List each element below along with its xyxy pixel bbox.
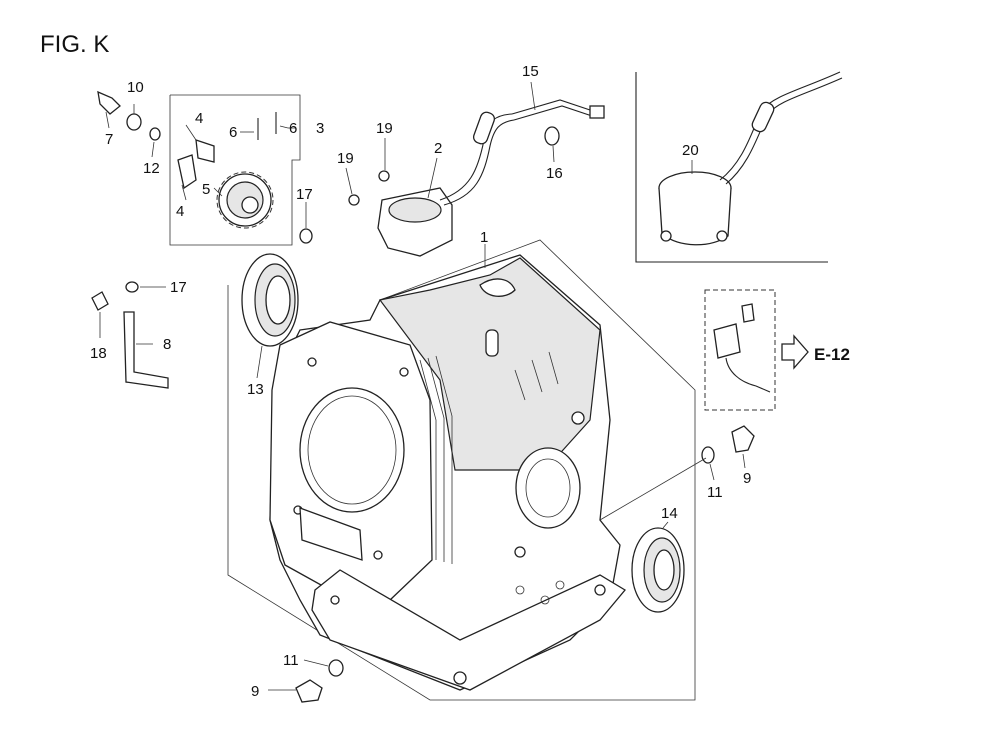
callout-17-top: 17 bbox=[296, 186, 313, 203]
breather-tube-8-drawing bbox=[91, 291, 169, 389]
oil-seal-13-drawing bbox=[241, 253, 299, 347]
callout-18: 18 bbox=[90, 345, 107, 362]
callout-6-right: 6 bbox=[289, 120, 297, 137]
callout-9-right: 9 bbox=[743, 470, 751, 487]
inset-panel-drawing bbox=[635, 71, 843, 263]
governor-group-drawing bbox=[169, 94, 301, 246]
callout-9-bottom: 9 bbox=[251, 683, 259, 700]
callout-15: 15 bbox=[522, 63, 539, 80]
callout-1: 1 bbox=[480, 229, 488, 246]
callout-13: 13 bbox=[247, 381, 264, 398]
callout-19-left: 19 bbox=[337, 150, 354, 167]
callout-14: 14 bbox=[661, 505, 678, 522]
e12-reference-box-drawing bbox=[704, 289, 809, 411]
crankcase-drawing bbox=[227, 239, 696, 701]
reference-e12-link[interactable]: E-12 bbox=[814, 345, 850, 364]
callout-6-left: 6 bbox=[229, 124, 237, 141]
callout-20: 20 bbox=[682, 142, 699, 159]
callout-labels: 1 2 3 4 4 5 6 6 7 8 9 9 10 11 11 12 13 1… bbox=[90, 63, 751, 700]
callout-16: 16 bbox=[546, 165, 563, 182]
callout-10: 10 bbox=[127, 79, 144, 96]
callout-2: 2 bbox=[434, 140, 442, 157]
callout-19-top: 19 bbox=[376, 120, 393, 137]
callout-4-bottom: 4 bbox=[176, 203, 184, 220]
callout-17-side: 17 bbox=[170, 279, 187, 296]
bolts-washers-drawing bbox=[295, 425, 755, 703]
callout-11-bottom: 11 bbox=[283, 652, 299, 669]
callout-3: 3 bbox=[316, 120, 324, 137]
oil-seal-14-drawing bbox=[631, 527, 685, 613]
callout-4-top: 4 bbox=[195, 110, 203, 127]
figure-title: FIG. K bbox=[40, 31, 109, 58]
oil-alert-switch-drawing bbox=[348, 99, 605, 257]
callout-8: 8 bbox=[163, 336, 171, 353]
leader-lines bbox=[99, 81, 746, 691]
callout-12: 12 bbox=[143, 160, 160, 177]
callout-5: 5 bbox=[202, 181, 210, 198]
callout-7: 7 bbox=[105, 131, 113, 148]
small-hardware-drawing bbox=[97, 90, 313, 293]
callout-11-right: 11 bbox=[707, 484, 723, 501]
